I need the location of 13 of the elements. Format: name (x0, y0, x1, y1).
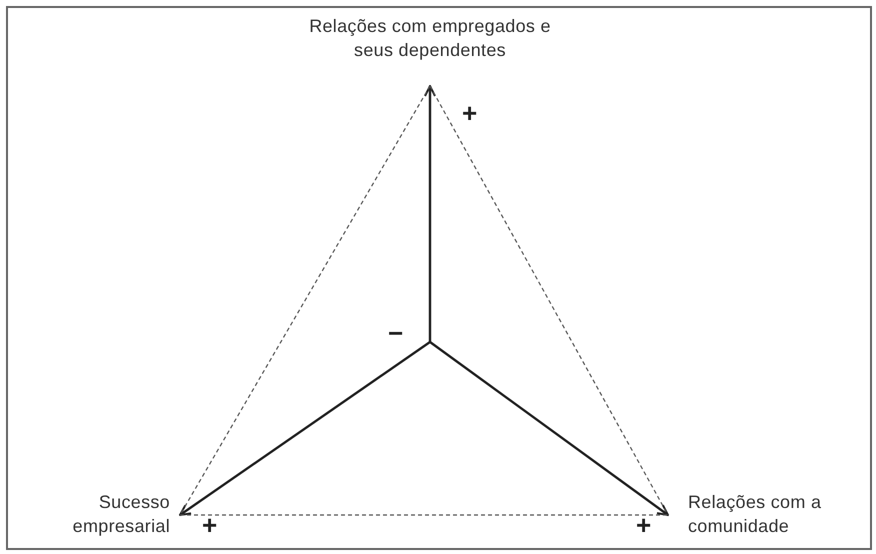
axis-label: Relações com empregados e seus dependentes (308, 15, 552, 62)
arrow (429, 341, 669, 516)
arrow (424, 85, 436, 342)
sign-label: − (388, 320, 404, 346)
sign-label: + (636, 512, 652, 538)
axis-label: Relações com a comunidade (688, 491, 822, 538)
arrow (179, 341, 431, 516)
dashed-line (179, 86, 431, 516)
sign-label: + (202, 512, 218, 538)
sign-label: + (462, 100, 478, 126)
dashed-line (429, 86, 669, 516)
axis-label: Sucesso empresarial (72, 491, 170, 538)
dashed-line (180, 514, 668, 516)
